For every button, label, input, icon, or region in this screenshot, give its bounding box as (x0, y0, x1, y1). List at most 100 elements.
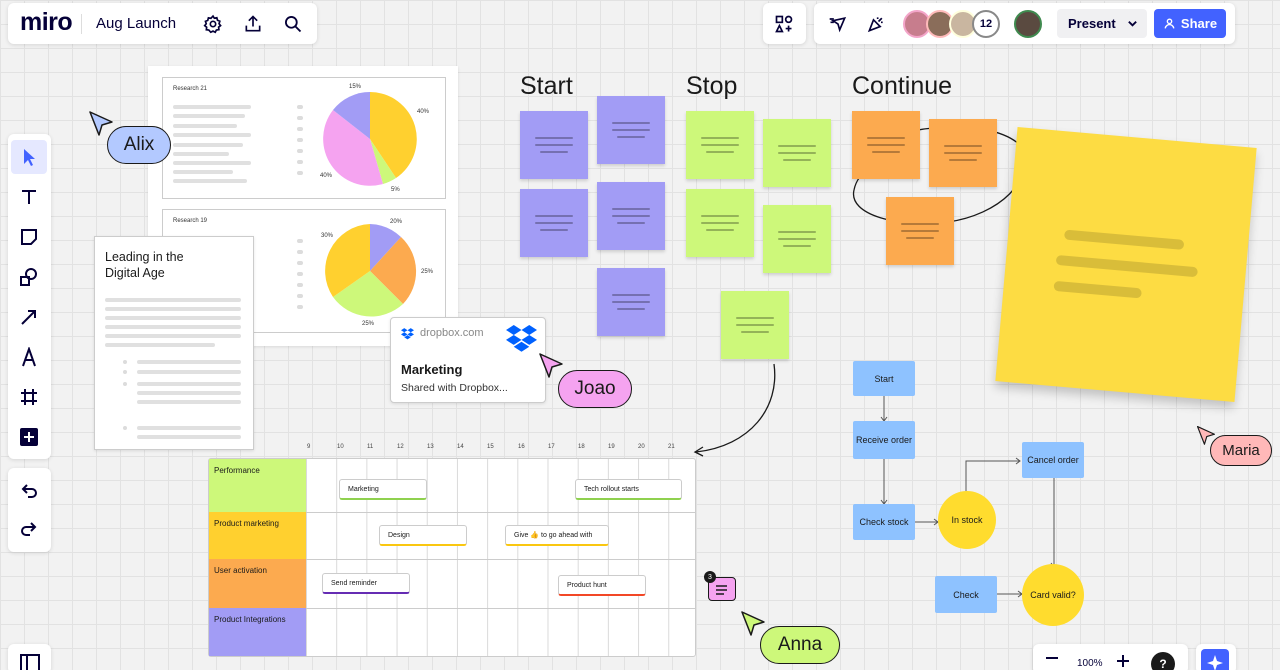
sticky-note[interactable] (852, 111, 920, 179)
dropbox-card[interactable]: dropbox.com Marketing Shared with Dropbo… (390, 317, 546, 403)
bullet (123, 370, 127, 374)
stop-title[interactable]: Stop (686, 72, 738, 100)
connection-line-tool[interactable] (11, 300, 47, 334)
sticky-note[interactable] (597, 182, 665, 250)
anna-cursor-label: Anna (760, 626, 840, 664)
row-divider (209, 608, 695, 609)
miro-logo[interactable]: miro (20, 8, 73, 36)
timeline-card[interactable]: Send reminder (322, 573, 410, 594)
sticky-note[interactable] (721, 291, 789, 359)
current-user-avatar[interactable] (1014, 10, 1042, 38)
timeline-card[interactable]: Product hunt (558, 575, 646, 596)
select-tool[interactable] (11, 140, 47, 174)
undo-icon (21, 484, 37, 498)
sticky-note[interactable] (686, 189, 754, 257)
text-line (173, 152, 229, 156)
zoom-level[interactable]: 100% (1077, 658, 1103, 669)
sticky-note[interactable] (686, 111, 754, 179)
frame-tool[interactable] (11, 380, 47, 414)
timeline-category[interactable]: Performance (209, 459, 306, 512)
timeline-category[interactable]: Product marketing (209, 512, 306, 559)
more-tools-button[interactable] (11, 420, 47, 454)
board-name[interactable]: Aug Launch (96, 15, 177, 32)
flowchart-decision[interactable]: Card valid? (1022, 564, 1084, 626)
present-label: Present (1068, 16, 1116, 31)
big-sticky-note[interactable] (995, 127, 1257, 402)
share-button[interactable]: Share (1154, 9, 1226, 38)
research-title: Research 19 (173, 218, 208, 224)
celebrate-icon[interactable] (863, 11, 889, 37)
toolbar-divider (81, 14, 82, 34)
joao-cursor-icon (539, 353, 563, 378)
sticky-note[interactable] (520, 111, 588, 179)
zoom-out-icon[interactable] (1045, 651, 1059, 670)
collaborator-count[interactable]: 12 (972, 10, 1000, 38)
ai-assist-panel (1196, 644, 1236, 670)
timeline-card[interactable]: Design (379, 525, 467, 546)
connector-arrow[interactable] (690, 358, 790, 458)
flowchart-decision[interactable]: In stock (938, 491, 996, 549)
maria-cursor-label: Maria (1210, 435, 1272, 466)
zoom-in-icon[interactable] (1116, 654, 1130, 670)
timeline-card[interactable]: Give 👍 to go ahead with (505, 525, 609, 546)
text-line (173, 114, 245, 118)
timeline-card[interactable]: Marketing (339, 479, 427, 500)
redo-button[interactable] (11, 512, 47, 546)
alix-cursor-label: Alix (107, 126, 171, 164)
help-icon[interactable]: ? (1151, 652, 1175, 670)
apps-icon[interactable] (771, 11, 797, 37)
sticky-note[interactable] (520, 189, 588, 257)
redo-icon (21, 522, 37, 536)
flowchart-node[interactable]: Check stock (853, 504, 915, 540)
settings-icon[interactable] (200, 11, 226, 37)
sticky-note-tool[interactable] (11, 220, 47, 254)
start-title[interactable]: Start (520, 72, 573, 100)
sticky-note[interactable] (597, 96, 665, 164)
shapes-tool[interactable] (11, 260, 47, 294)
sticky-note[interactable] (597, 268, 665, 336)
undo-button[interactable] (11, 474, 47, 508)
text-marker (297, 250, 303, 254)
ai-sparkle-icon[interactable] (1201, 649, 1229, 670)
cursor-follow-icon[interactable] (825, 11, 851, 37)
timeline-category[interactable]: User activation (209, 559, 306, 608)
flowchart-node[interactable]: Cancel order (1022, 442, 1084, 478)
timeline-card[interactable]: Tech rollout starts (575, 479, 682, 500)
text-line (105, 325, 241, 329)
pie-chart (325, 224, 417, 317)
sticky-note[interactable] (763, 205, 831, 273)
search-icon[interactable] (280, 11, 306, 37)
flowchart-node[interactable]: Receive order (853, 421, 915, 459)
sticky-note[interactable] (763, 119, 831, 187)
pie-label: 30% (321, 233, 334, 239)
sticky-note[interactable] (886, 197, 954, 265)
research-card[interactable]: Research 21 15% 40% 40% 5% (162, 77, 446, 199)
board-list-icon[interactable] (20, 654, 40, 670)
flowchart-node[interactable]: Check (935, 576, 997, 613)
timeline-column-label: 12 (397, 444, 404, 450)
row-divider (209, 559, 695, 560)
timeline-category[interactable]: Product Integrations (209, 608, 306, 656)
top-left-toolbar: miro Aug Launch (8, 3, 317, 44)
share-label: Share (1180, 16, 1218, 31)
pie-label: 25% (362, 321, 375, 327)
sticky-note[interactable] (929, 119, 997, 187)
present-button[interactable]: Present (1057, 9, 1147, 38)
text-marker (297, 261, 303, 265)
document-card[interactable]: Leading in the Digital Age (94, 236, 254, 450)
arrow-icon (21, 310, 36, 325)
text-tool[interactable] (11, 180, 47, 214)
continue-title[interactable]: Continue (852, 72, 953, 100)
timeline-column-label: 17 (548, 444, 555, 450)
text-marker (297, 239, 303, 243)
pen-tool[interactable] (11, 340, 47, 374)
pie-slice (333, 271, 403, 317)
flowchart-node[interactable]: Start (853, 361, 915, 396)
chevron-down-icon[interactable] (1127, 17, 1138, 32)
text-line (173, 105, 251, 109)
text-line (137, 370, 241, 374)
export-icon[interactable] (240, 11, 266, 37)
text-line (105, 316, 241, 320)
sticky-line (1053, 280, 1142, 299)
alix-cursor-icon (89, 111, 113, 136)
